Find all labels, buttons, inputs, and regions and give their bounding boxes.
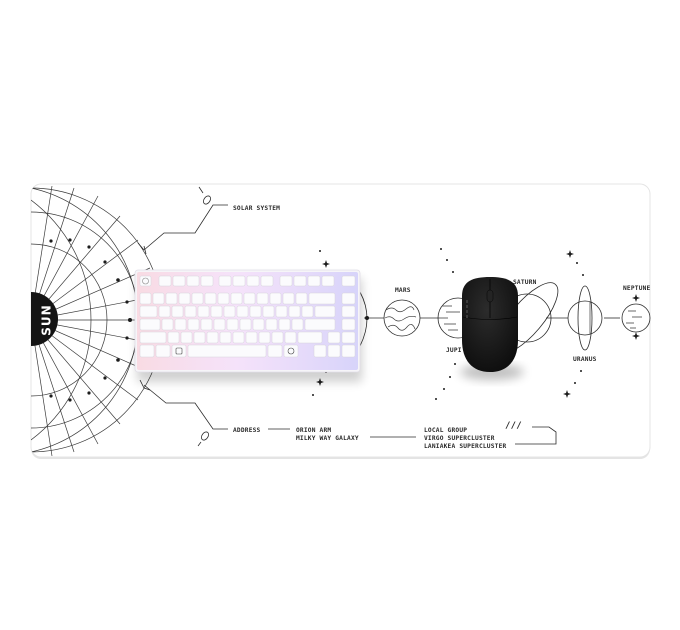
saturn-label: SATURN: [513, 279, 537, 286]
planet-mars: MARS: [383, 287, 421, 337]
mars-label: MARS: [395, 287, 411, 294]
mouse: [460, 277, 524, 380]
bottom-row: [139, 344, 356, 358]
solar-system-label: SOLAR SYSTEM: [233, 205, 280, 212]
ray-dots: [49, 238, 132, 402]
home-row: [139, 318, 356, 331]
shift-row: [139, 331, 356, 344]
number-row: [139, 292, 356, 305]
function-row: [139, 275, 356, 287]
keyboard: [134, 269, 362, 382]
address-line-milky-way: MILKY WAY GALAXY: [296, 435, 359, 442]
sun-label: SUN: [40, 304, 54, 335]
orbit-axis: [359, 291, 620, 347]
neptune-label: NEPTUNE: [623, 285, 651, 292]
solar-system-callout: SOLAR SYSTEM: [137, 186, 280, 255]
planet-neptune: NEPTUNE: [621, 285, 651, 333]
decor-slashes: ///: [505, 421, 522, 431]
address-line-virgo: VIRGO SUPERCLUSTER: [424, 435, 495, 442]
sun-disc: SUN: [31, 292, 58, 346]
uranus-label: URANUS: [573, 356, 597, 363]
jupiter-label: JUPI: [446, 347, 462, 354]
address-line-local-group: LOCAL GROUP: [424, 427, 467, 434]
star-cluster: [312, 248, 640, 400]
address-line-laniakea: LANIAKEA SUPERCLUSTER: [424, 443, 507, 450]
address-callout: ADDRESS ORION ARM MILKY WAY GALAXY LOCAL…: [139, 379, 557, 450]
qwerty-row: [139, 305, 356, 318]
address-label: ADDRESS: [233, 427, 261, 434]
address-line-orion: ORION ARM: [296, 427, 331, 434]
planet-uranus: URANUS: [567, 285, 603, 363]
